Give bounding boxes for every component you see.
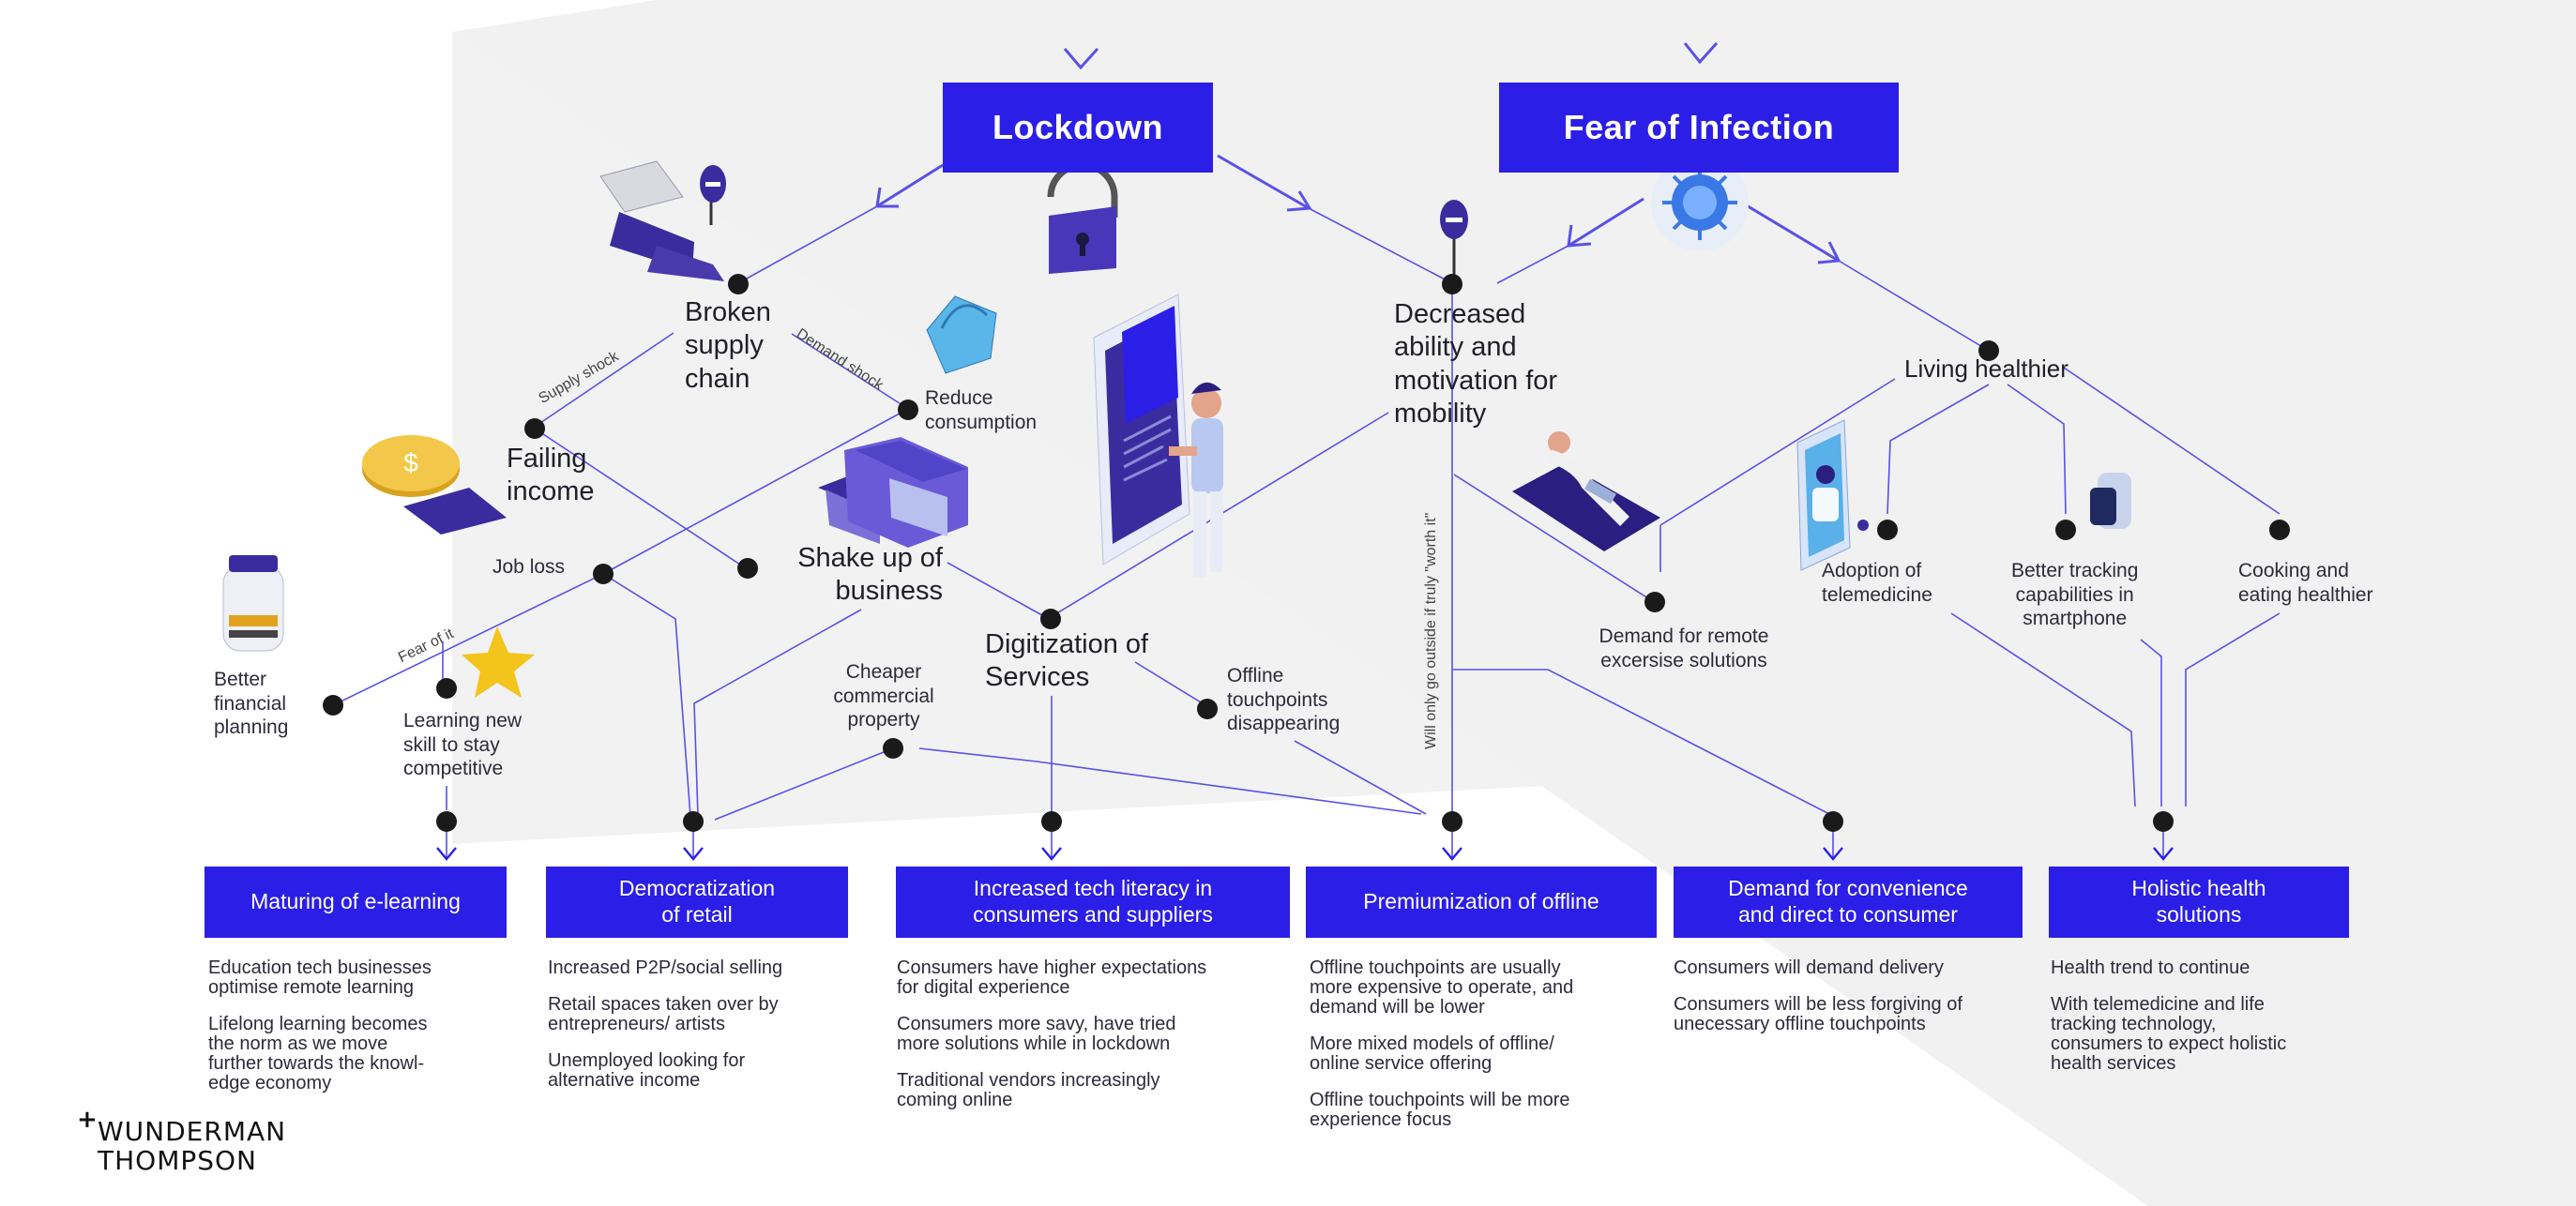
outcome-desc-retail: Increased P2P/social selling Retail spac… [548, 958, 857, 1108]
node-decreased-mobility: Decreased ability and motivation for mob… [1394, 299, 1558, 430]
outcome-box-tech-literacy: Increased tech literacy in consumers and… [896, 867, 1290, 938]
outcome-point: Retail spaces taken over by entrepreneur… [548, 994, 779, 1034]
logo-line-1: WUNDERMAN [98, 1116, 287, 1147]
dot-decreased-mobility [1442, 274, 1462, 294]
dot-telemedicine [1877, 520, 1898, 540]
conveyor-icon [599, 160, 726, 281]
outcome-desc-holistic-health: Health trend to continue With telemedici… [2051, 958, 2351, 1091]
node-better-financial: Better financial planning [214, 669, 289, 739]
virus-icon [1651, 154, 1749, 251]
outcome-box-holistic-health: Holistic health solutions [2049, 867, 2349, 938]
outcome-desc-e-learning: Education tech businesses optimise remot… [208, 958, 518, 1110]
coin-icon: $ [362, 435, 507, 535]
outcome-point: Consumers have higher expectations for d… [897, 957, 1207, 998]
node-learning-new-skill: Learning new skill to stay competitive [403, 710, 523, 780]
dot-living-healthier [1978, 340, 1999, 361]
outcome-point: Education tech businesses optimise remot… [208, 957, 432, 998]
dot-cooking [2269, 520, 2290, 540]
dot-offline-touchpoints [1197, 699, 1218, 719]
node-broken-supply-chain: Broken supply chain [685, 297, 771, 394]
node-digitization: Digitization of Services [985, 629, 1149, 693]
outcome-point: With telemedicine and life tracking tech… [2051, 994, 2287, 1074]
dot-failing-income [524, 418, 545, 439]
telemedicine-phone-icon [1796, 419, 1869, 571]
outcome-desc-tech-literacy: Consumers have higher expectations for d… [897, 958, 1291, 1127]
node-job-loss: Job loss [492, 556, 566, 578]
dot-tracking [2055, 520, 2076, 540]
node-shake-up: Shake up of business [797, 543, 943, 607]
dot-digitization [1040, 609, 1061, 629]
outcome-point: More mixed models of offline/ online ser… [1310, 1033, 1554, 1074]
dot-job-loss [593, 564, 614, 584]
outcome-point: Increased P2P/social selling [548, 957, 783, 978]
edge-label-worth-it: Will only go outside if truly "worth it" [1423, 512, 1439, 749]
savings-jar-icon [222, 555, 284, 652]
outcome-point: Unemployed looking for alternative incom… [548, 1050, 746, 1091]
outcome-point: Offline touchpoints will be more experie… [1310, 1090, 1570, 1130]
dot-remote-exercise [1644, 592, 1665, 612]
outcome-point: Traditional vendors increasingly coming … [897, 1070, 1160, 1110]
dot-reduce-consumption [898, 399, 918, 420]
dot-broken-supply-chain [728, 274, 749, 294]
exercise-person-icon [1512, 431, 1660, 551]
basket-icon [926, 295, 997, 374]
store-icon [818, 437, 968, 548]
wunderman-thompson-logo: + WUNDERMAN THOMPSON [77, 1107, 287, 1176]
outcome-point: Consumers will demand delivery [1674, 957, 1944, 978]
outcome-box-e-learning: Maturing of e-learning [205, 867, 507, 938]
outcome-box-premiumization: Premiumization of offline [1306, 867, 1657, 938]
fear-of-infection-header: Fear of Infection [1499, 83, 1899, 173]
dot-better-financial [323, 695, 343, 716]
dot-cheaper-property [883, 738, 903, 759]
node-cooking: Cooking and eating healthier [2238, 560, 2373, 606]
logo-line-2: THOMPSON [98, 1144, 257, 1176]
node-offline-touchpoints: Offline touchpoints disappearing [1227, 665, 1341, 735]
outcome-point: Offline touchpoints are usually more exp… [1310, 957, 1574, 1018]
smartwatch-icon [2090, 473, 2131, 529]
svg-text:$: $ [403, 448, 418, 477]
no-entry-sign-icon [1440, 200, 1468, 281]
node-failing-income: Failing income [507, 444, 595, 507]
outcome-point: Lifelong learning becomes the norm as we… [208, 1014, 428, 1093]
outcome-desc-premiumization: Offline touchpoints are usually more exp… [1310, 958, 1657, 1147]
node-tracking: Better tracking capabilities in smartpho… [2011, 560, 2139, 630]
logo-plus-mark: + [77, 1106, 98, 1134]
node-remote-exercise: Demand for remote excersise solutions [1599, 626, 1769, 671]
star-icon [462, 626, 535, 698]
node-living-healthier: Living healthier [1904, 354, 2068, 383]
outcome-box-retail: Democratization of retail [546, 867, 848, 938]
outcome-point: Consumers will be less forgiving of unec… [1674, 994, 1962, 1034]
node-cheaper-property: Cheaper commercial property [833, 661, 934, 731]
dot-shake-up [737, 558, 758, 579]
outcome-point: Consumers more savy, have tried more sol… [897, 1014, 1176, 1054]
phone-person-icon [1093, 294, 1223, 578]
outcome-point: Health trend to continue [2051, 957, 2250, 978]
node-reduce-consumption: Reduce consumption [925, 387, 1038, 433]
outcome-desc-convenience: Consumers will demand delivery Consumers… [1674, 958, 2030, 1051]
node-telemedicine: Adoption of telemedicine [1822, 560, 1932, 606]
lockdown-header: Lockdown [943, 83, 1213, 173]
outcome-box-convenience: Demand for convenience and direct to con… [1674, 867, 2023, 938]
dot-learning-new-skill [436, 678, 457, 699]
